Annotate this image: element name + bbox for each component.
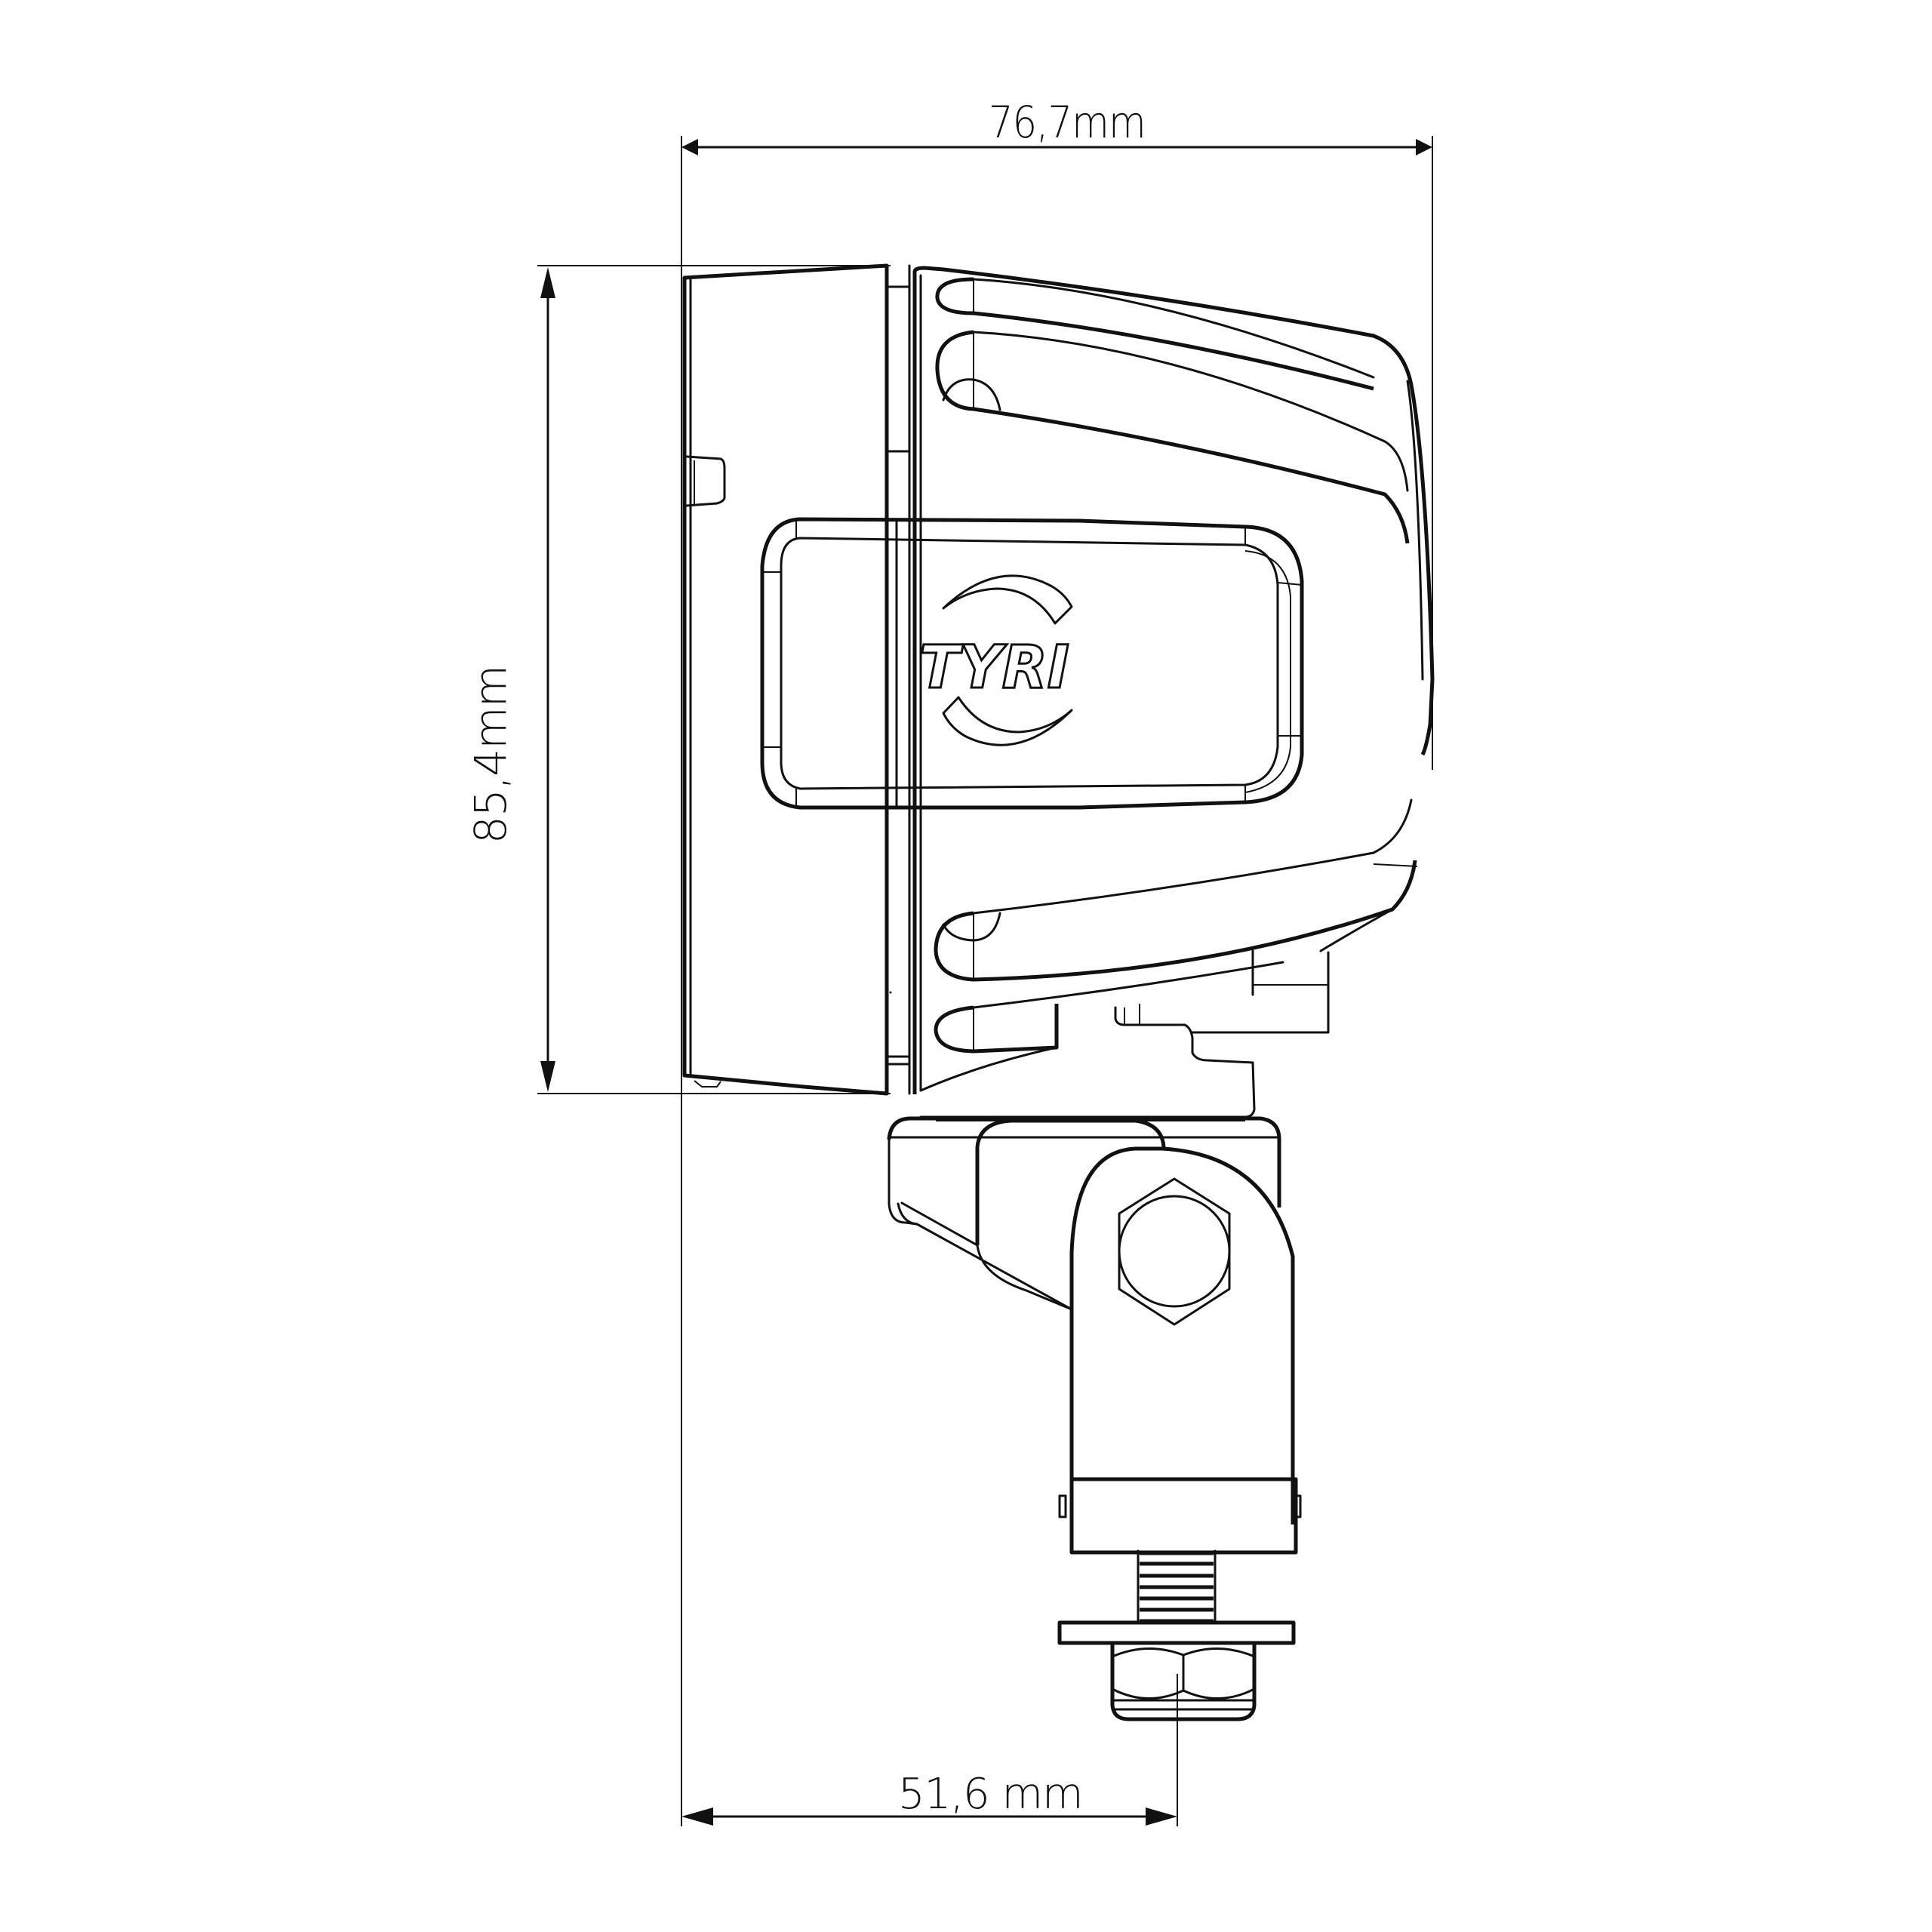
- height-dimension: [537, 265, 891, 1094]
- mounting-bracket: [887, 1116, 1295, 1524]
- threaded-stud: [1137, 1549, 1217, 1624]
- logo-badge: TYRI: [760, 517, 1304, 810]
- hex-nut: [1110, 1643, 1257, 1721]
- hex-pivot-bolt: [1118, 1177, 1231, 1326]
- front-lens-bezel: [682, 263, 911, 1096]
- height-dimension-label: 85,4mm: [465, 665, 516, 844]
- clamp-base: [1058, 1477, 1302, 1555]
- tyri-logo-text: TYRI: [919, 634, 1069, 702]
- finned-housing: [889, 266, 1435, 1121]
- width-dimension-label: 76,7mm: [989, 97, 1146, 148]
- washer: [1057, 1620, 1296, 1645]
- bolt-offset-dimension-label: 51,6 mm: [898, 1770, 1084, 1819]
- bolt-offset-dimension: [681, 1674, 1178, 1826]
